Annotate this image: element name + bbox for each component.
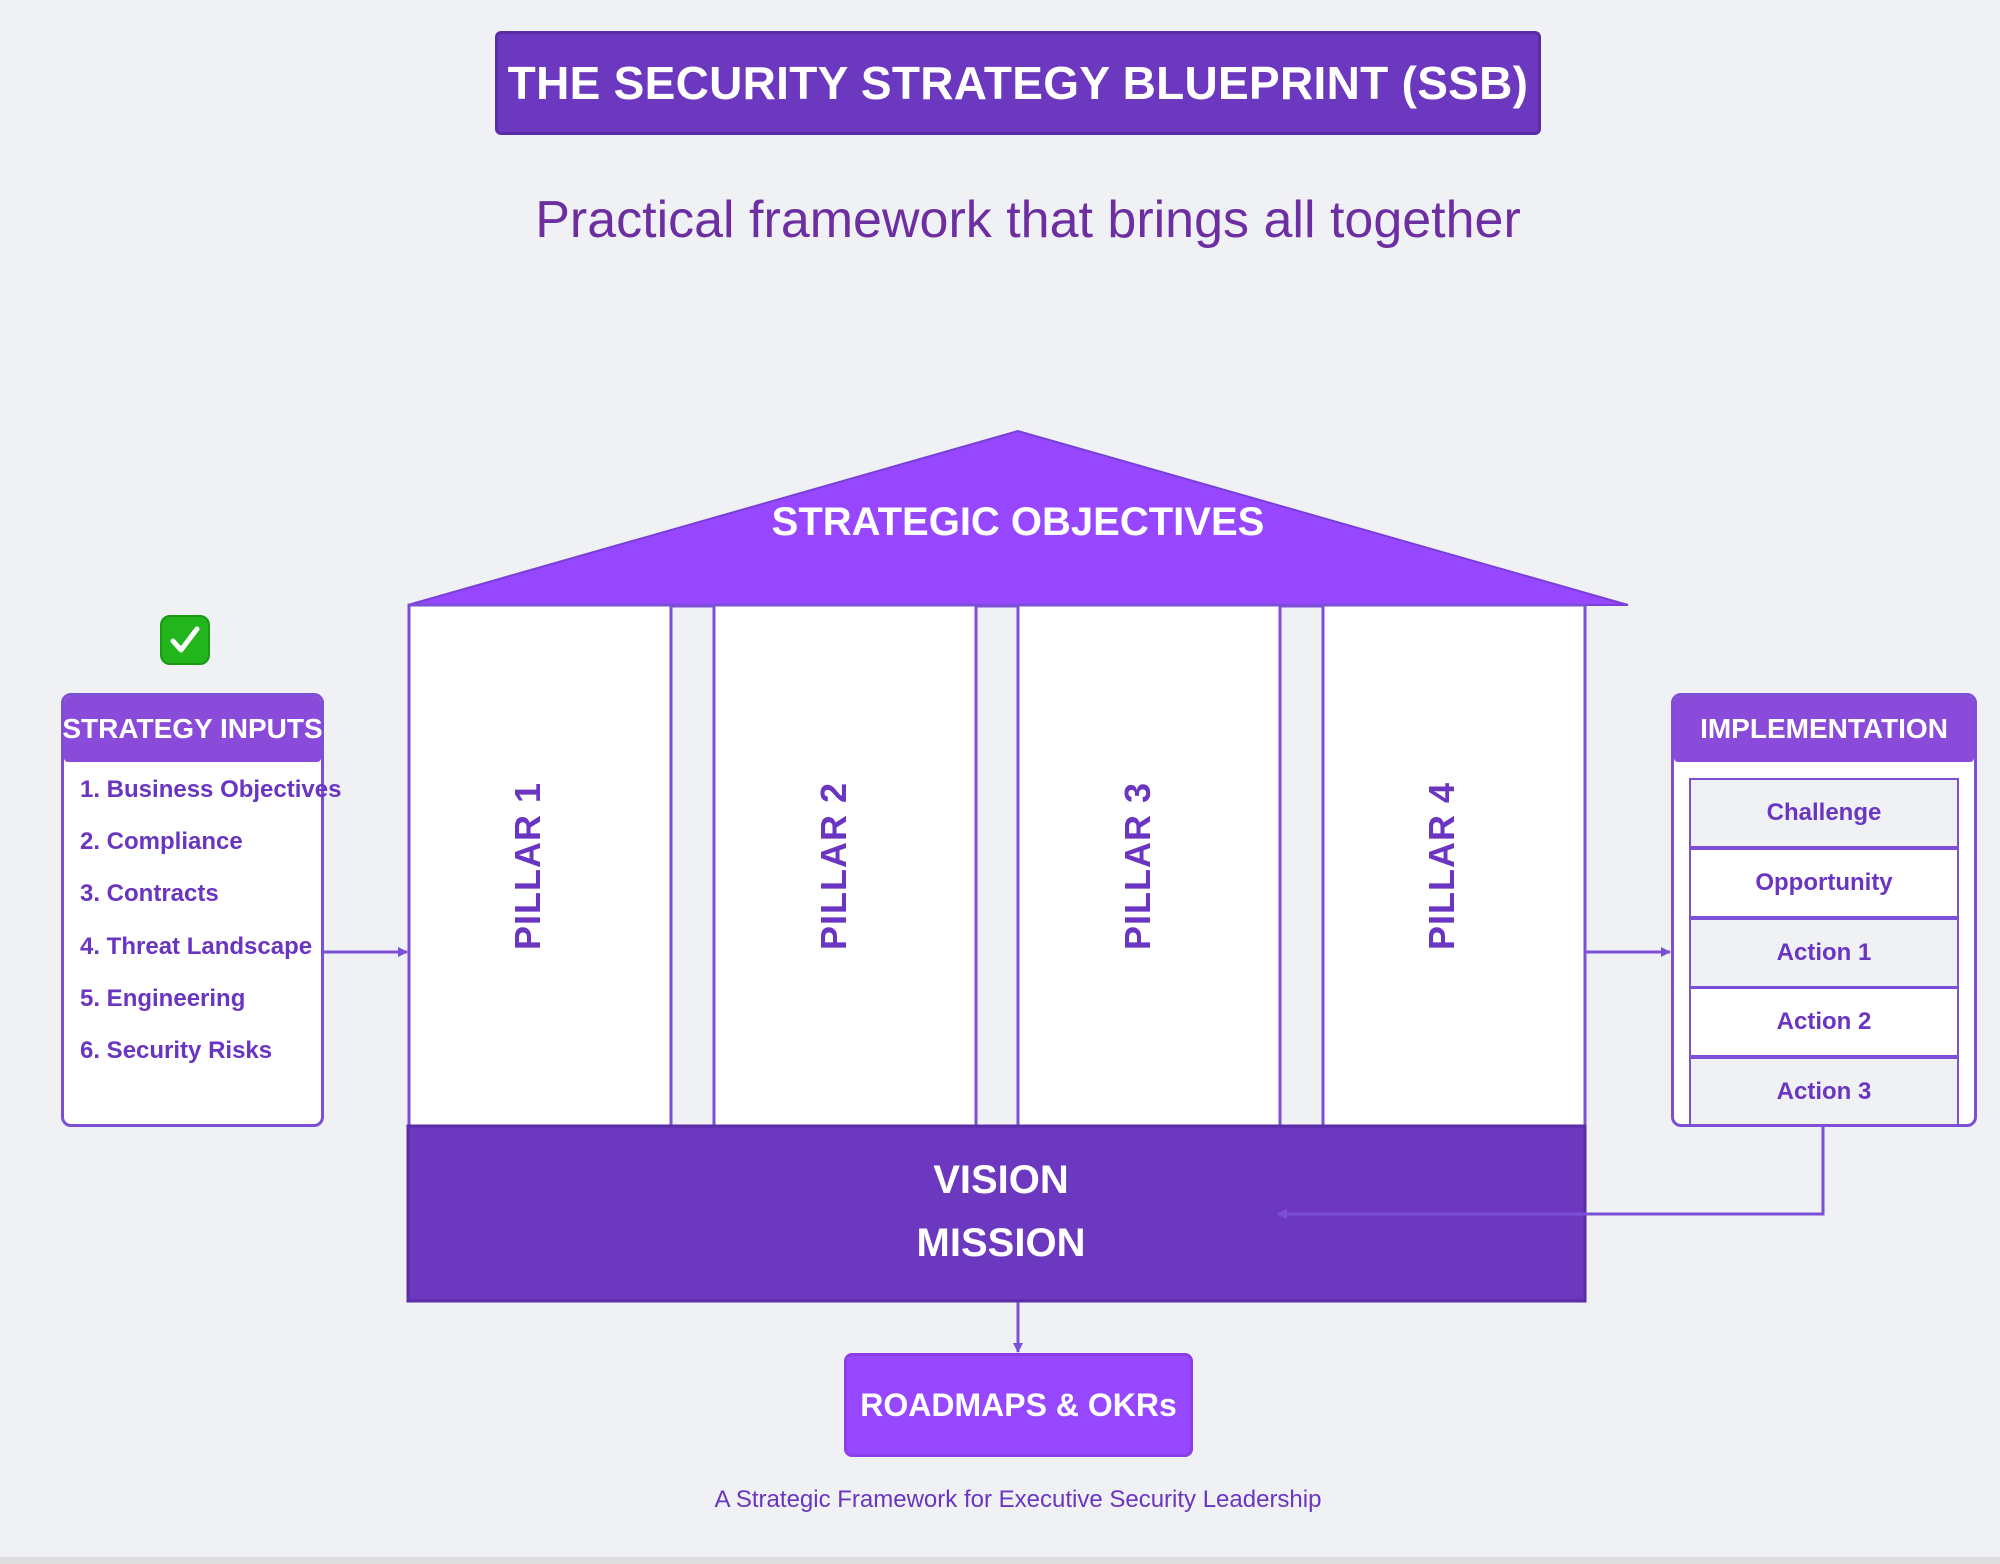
input-item: 6. Security Risks <box>80 1037 273 1064</box>
strategy-inputs-header: STRATEGY INPUTS <box>62 696 323 762</box>
implementation-row: Action 1 <box>1689 918 1959 988</box>
input-item: 2. Compliance <box>80 828 243 855</box>
pillar-3-column <box>1016 603 1282 1128</box>
roadmaps-okrs-box: ROADMAPS & OKRs <box>844 1353 1193 1457</box>
pillar-3-label: PILLAR 3 <box>1117 781 1158 951</box>
input-item: 5. Engineering <box>80 985 246 1012</box>
checkmark-glyph <box>170 626 200 653</box>
pillar-1-column <box>407 603 673 1128</box>
bottom-edge-strip <box>0 1557 2000 1564</box>
pillar-4-label: PILLAR 4 <box>1421 781 1462 951</box>
pillar-2-label: PILLAR 2 <box>813 781 854 951</box>
input-item: 1. Business Objectives <box>80 776 342 803</box>
page-subtitle: Practical framework that brings all toge… <box>535 191 1521 249</box>
input-item: 4. Threat Landscape <box>80 933 313 960</box>
implementation-row: Opportunity <box>1689 848 1959 918</box>
implementation-panel: IMPLEMENTATION Challenge Opportunity Act… <box>1671 693 1977 1127</box>
implementation-header: IMPLEMENTATION <box>1674 696 1974 762</box>
implementation-row: Action 2 <box>1689 987 1959 1057</box>
vision-label: VISION <box>933 1158 1069 1202</box>
pillar-4-column <box>1321 603 1587 1128</box>
green-check-icon <box>160 615 210 665</box>
implementation-row: Challenge <box>1689 778 1959 848</box>
pillar-2-column <box>712 603 978 1128</box>
input-item: 3. Contracts <box>80 880 219 907</box>
feedback-arrow <box>1277 1127 1825 1219</box>
strategy-inputs-panel: STRATEGY INPUTS 1. Business Objectives 2… <box>61 693 341 1127</box>
strategic-objectives-label: STRATEGIC OBJECTIVES <box>771 500 1265 544</box>
footer-caption: A Strategic Framework for Executive Secu… <box>714 1486 1322 1513</box>
implementation-row: Action 3 <box>1689 1057 1959 1124</box>
pillar-1-label: PILLAR 1 <box>507 781 548 951</box>
page-title: THE SECURITY STRATEGY BLUEPRINT (SSB) <box>495 31 1541 135</box>
mission-label: MISSION <box>916 1221 1086 1265</box>
